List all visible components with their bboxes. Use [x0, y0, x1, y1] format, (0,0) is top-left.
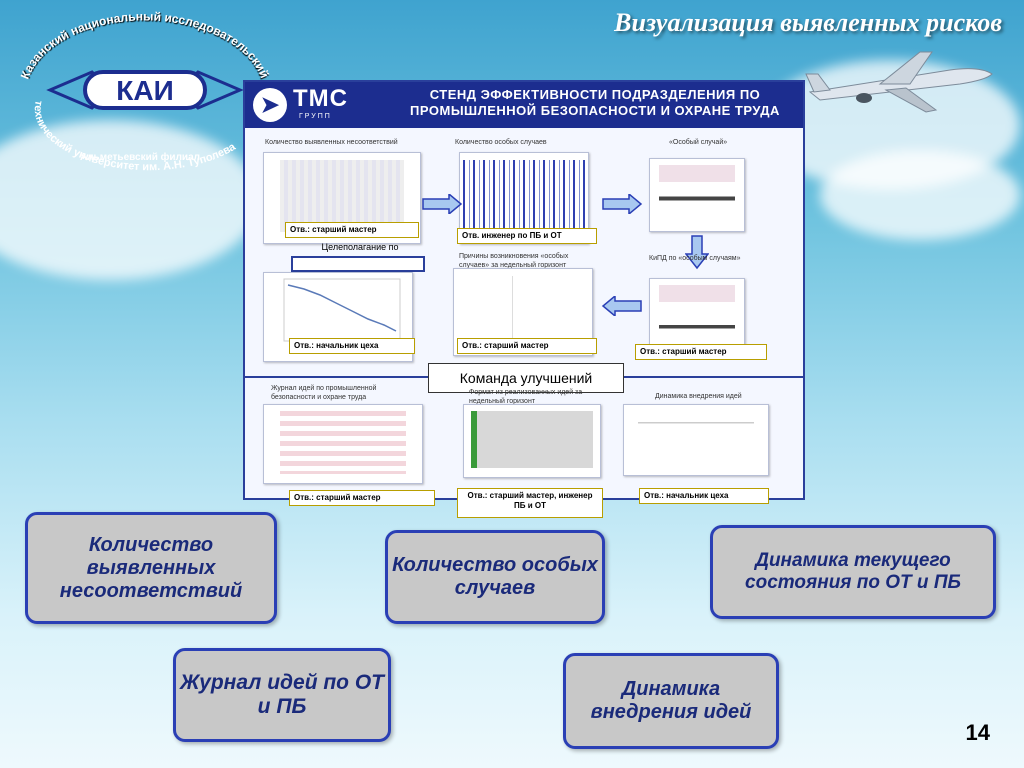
line-chart-thumbnail	[283, 278, 401, 342]
callout-ideas-journal: Журнал идей по ОТ и ПБ	[173, 648, 391, 742]
thumb-special-case	[649, 158, 745, 232]
resp-master-and-engineer: Отв.: старший мастер, инженер ПБ и ОТ	[457, 488, 603, 518]
logo-branch-text: Альметьевский филиал	[80, 151, 200, 163]
label-ideas-format: Формат из реализованных идей за недельны…	[469, 389, 583, 405]
tms-brand: ТМС	[293, 85, 348, 112]
improvement-team-box: Команда улучшений	[428, 363, 624, 393]
poster-title-line2: ПРОМЫШЛЕННОЙ БЕЗОПАСНОСТИ И ОХРАНЕ ТРУДА	[410, 103, 780, 118]
callout-nonconformities: Количество выявленных несоответствий	[25, 512, 277, 624]
slide-title: Визуализация выявленных рисков	[614, 8, 1002, 37]
callout-special-cases: Количество особых случаев	[385, 530, 605, 624]
label-kpd: КиПД по «особым случаям»	[649, 255, 741, 262]
airplane-image	[805, 51, 993, 113]
callout-ideas-dynamics: Динамика внедрения идей	[563, 653, 779, 749]
goal-box	[291, 256, 425, 272]
cloud-decoration	[0, 120, 260, 280]
arrow-left-icon	[601, 296, 642, 316]
thumb-causes	[453, 268, 593, 356]
label-nonconformities: Количество выявленных несоответствий	[265, 139, 398, 146]
page-number: 14	[965, 720, 990, 745]
poster-title-line1: СТЕНД ЭФФЕКТИВНОСТИ ПОДРАЗДЕЛЕНИЯ ПО	[429, 87, 761, 102]
logo-emblem-text: КАИ	[116, 75, 173, 106]
resp-shop-head-2: Отв.: начальник цеха	[639, 488, 769, 504]
label-causes: Причины возникновения «особых случаев» з…	[459, 253, 569, 269]
resp-safety-engineer: Отв. инженер по ПБ и ОТ	[457, 228, 597, 244]
thumb-kpd	[649, 278, 745, 352]
resp-senior-master-4: Отв.: старший мастер	[289, 490, 435, 506]
label-ideas-journal: Журнал идей по промышленной безопасности…	[271, 385, 377, 401]
resp-senior-master-1: Отв.: старший мастер	[285, 222, 419, 238]
label-special-cases: Количество особых случаев	[455, 139, 547, 146]
resp-shop-head-1: Отв.: начальник цеха	[289, 338, 415, 354]
thumb-ideas-journal	[263, 404, 423, 484]
label-special-case: «Особый случай»	[669, 139, 728, 146]
arrow-right-icon	[602, 194, 643, 214]
safety-board-poster: ➤ ТМС ГРУПП СТЕНД ЭФФЕКТИВНОСТИ ПОДРАЗДЕ…	[243, 80, 805, 518]
arrow-right-icon	[422, 194, 463, 214]
resp-senior-master-2: Отв.: старший мастер	[457, 338, 597, 354]
resp-senior-master-3: Отв.: старший мастер	[635, 344, 767, 360]
cloud-decoration	[820, 150, 1020, 240]
tms-logo-icon: ➤	[253, 88, 287, 122]
arrow-down-icon	[685, 235, 709, 270]
callout-current-state: Динамика текущего состояния по ОТ и ПБ	[710, 525, 996, 619]
label-ideas-dynamics: Динамика внедрения идей	[655, 393, 742, 400]
thumb-ideas-format	[463, 404, 601, 478]
thumb-ideas-dynamics	[623, 404, 769, 476]
kai-emblem-icon: Казанский национальный исследовательский…	[18, 9, 272, 173]
poster-header: ➤ ТМС ГРУПП СТЕНД ЭФФЕКТИВНОСТИ ПОДРАЗДЕ…	[245, 82, 803, 128]
kai-logo: Казанский национальный исследовательский…	[0, 0, 280, 175]
tms-brand-sub: ГРУПП	[299, 113, 332, 120]
poster-title: СТЕНД ЭФФЕКТИВНОСТИ ПОДРАЗДЕЛЕНИЯ ПО ПРО…	[385, 87, 805, 119]
